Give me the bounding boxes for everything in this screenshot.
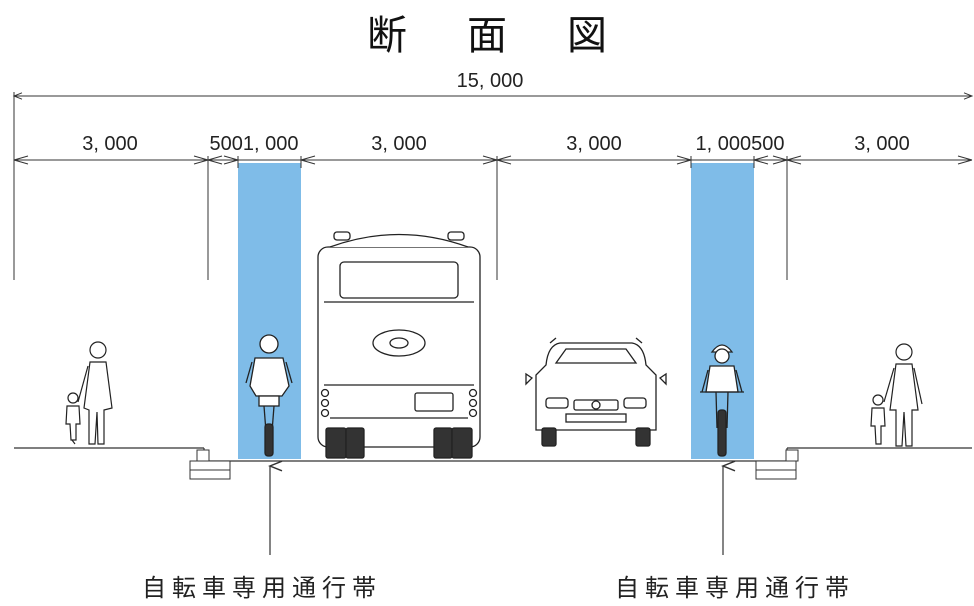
road-surface xyxy=(14,447,972,462)
bike-lane-label-right: 自転車専用通行帯 xyxy=(615,574,855,602)
total-dimension-line xyxy=(12,92,974,280)
curb-right xyxy=(755,449,799,480)
title-char-3: 図 xyxy=(567,13,607,59)
dimension-segment-1: 3, 000 xyxy=(82,133,138,155)
cyclist-left-icon xyxy=(245,334,293,457)
dimension-total: 15, 000 xyxy=(456,70,524,92)
title-char-1: 断 xyxy=(367,13,407,59)
dimension-segment-5: 1, 000500 xyxy=(695,133,785,155)
car-icon xyxy=(525,337,667,447)
dimension-segment-4: 3, 000 xyxy=(566,133,622,155)
pedestrians-right-icon xyxy=(870,343,923,447)
dimension-segment-6: 3, 000 xyxy=(854,133,910,155)
dimension-segment-2: 5001, 000 xyxy=(209,133,299,155)
bike-lane-left xyxy=(238,163,301,459)
dimension-segment-3: 3, 000 xyxy=(371,133,427,155)
bus-icon xyxy=(317,231,481,459)
segment-dimension-line xyxy=(13,155,973,280)
page-title: 断 面 図 xyxy=(0,4,974,60)
pedestrians-left-icon xyxy=(65,341,113,445)
curb-left xyxy=(189,449,231,480)
bike-lane-label-left: 自転車専用通行帯 xyxy=(142,574,382,602)
title-char-2: 面 xyxy=(467,13,507,59)
cyclist-right-icon xyxy=(700,344,744,457)
